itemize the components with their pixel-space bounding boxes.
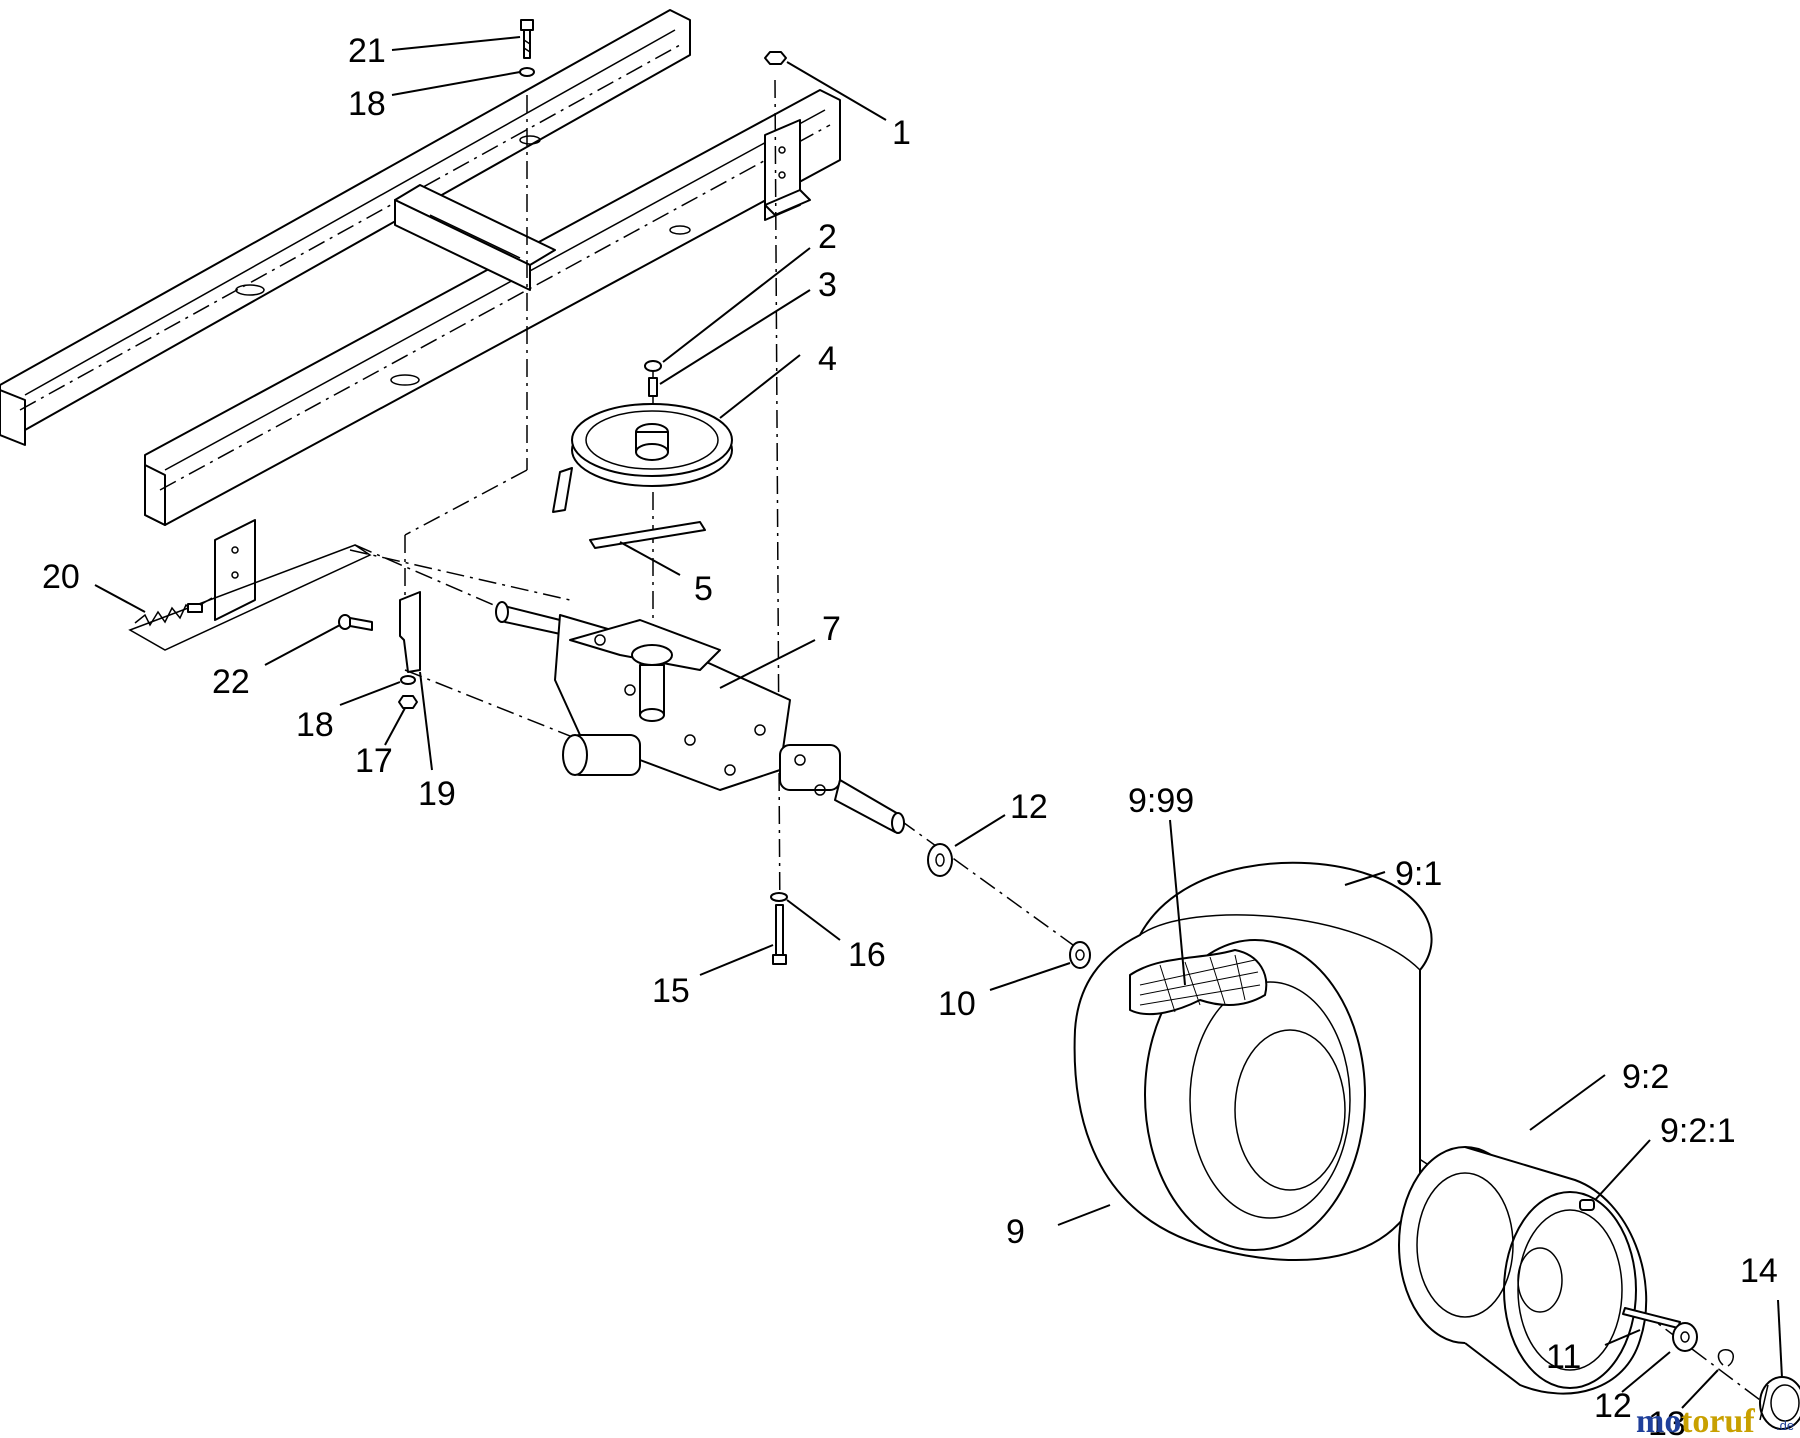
tire-9: [1073, 861, 1433, 1262]
transaxle-7: [495, 601, 905, 834]
callout-labels: 21 18 1 2 3 4 5 20 7 22 18 17 19 12 9:99…: [42, 32, 1778, 1438]
callout-17: 17: [355, 742, 393, 780]
callout-14: 14: [1740, 1252, 1778, 1290]
watermark-logo: mo toruf .de: [1636, 1403, 1794, 1438]
callout-20: 20: [42, 558, 80, 596]
nut-1: [764, 51, 787, 65]
washer-10: [1069, 941, 1091, 969]
callout-4: 4: [818, 340, 837, 378]
callout-18-lower: 18: [296, 706, 334, 744]
spring-20: [134, 597, 213, 627]
callout-19: 19: [418, 775, 456, 813]
callout-7: 7: [822, 610, 841, 648]
callout-5: 5: [694, 570, 713, 608]
leader-lines: [94, 36, 1783, 1409]
callout-15: 15: [652, 972, 690, 1010]
frame-bracket-left: [128, 519, 372, 651]
nut-17: [398, 695, 418, 709]
callout-9-2-1: 9:2:1: [1660, 1112, 1736, 1150]
callout-9-2: 9:2: [1622, 1058, 1669, 1096]
callout-9: 9: [1006, 1213, 1025, 1251]
callout-18-top: 18: [348, 85, 386, 123]
bracket-19: [399, 591, 421, 673]
retaining-ring-2: [644, 360, 662, 372]
washer-18-lower: [400, 675, 416, 685]
washer-12-lower: [1672, 1322, 1698, 1352]
callout-12-upper: 12: [1010, 788, 1048, 826]
frame-rail-lower: [144, 89, 841, 526]
frame-crossmember: [394, 184, 556, 291]
callout-11: 11: [1546, 1338, 1581, 1376]
valve-stem-9-2-1: [1579, 1199, 1595, 1211]
callout-16: 16: [848, 936, 886, 974]
callout-2: 2: [818, 218, 837, 256]
rim-9-2: [1398, 1146, 1648, 1395]
callout-3: 3: [818, 266, 837, 304]
callout-21: 21: [348, 32, 386, 70]
frame-bracket-right: [764, 119, 811, 221]
hub-cap-14: [1759, 1376, 1800, 1430]
watermark-suffix: .de: [1776, 1418, 1794, 1433]
callout-13: 13: [1648, 1405, 1686, 1438]
callout-22: 22: [212, 663, 250, 701]
washer-18-top: [519, 67, 535, 77]
washer-12-upper: [927, 843, 953, 877]
callout-10: 10: [938, 985, 976, 1023]
watermark-part1: mo: [1636, 1403, 1681, 1438]
callout-9-1: 9:1: [1395, 855, 1442, 893]
key-5: [589, 521, 706, 549]
watermark-part2: toruf: [1681, 1403, 1755, 1438]
bolt-22: [338, 614, 373, 631]
tire-tread-9-99: [1129, 949, 1268, 1016]
frame-rail-upper: [0, 9, 691, 446]
washer-16: [770, 892, 788, 902]
bolt-15: [772, 904, 787, 965]
callout-12-lower: 12: [1594, 1387, 1632, 1425]
key-3: [648, 377, 658, 397]
clip-13: [1717, 1349, 1734, 1367]
callout-9-99: 9:99: [1128, 782, 1194, 820]
pulley-4: [552, 403, 733, 513]
bolt-21: [520, 19, 534, 59]
callout-1: 1: [892, 114, 911, 152]
